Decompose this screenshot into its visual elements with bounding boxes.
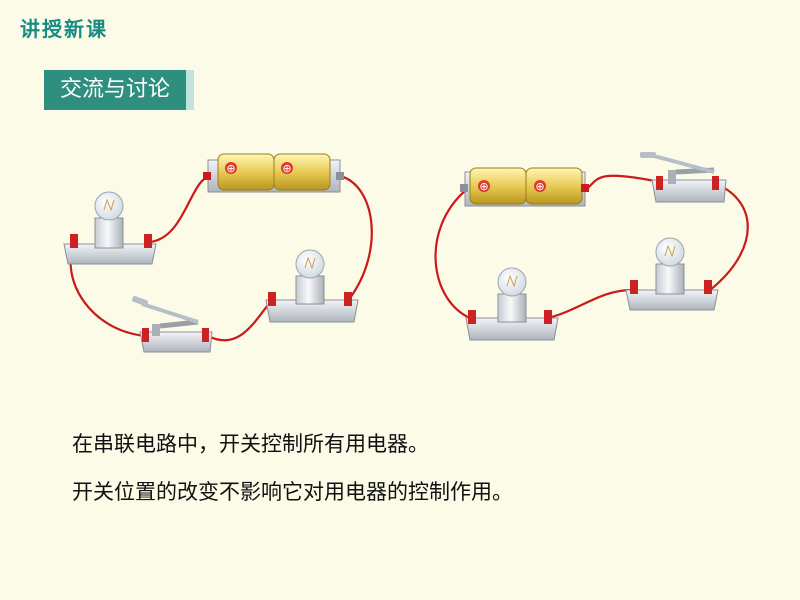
section-title: 讲授新课 <box>20 17 108 41</box>
bulb <box>465 267 559 341</box>
battery-terminal-icon <box>225 162 237 174</box>
plus-sign: ⊕ <box>282 162 291 175</box>
bulb <box>625 237 719 311</box>
battery-terminal-icon <box>478 180 490 192</box>
bulb <box>63 191 157 265</box>
switch <box>640 152 727 203</box>
battery-terminal-icon <box>534 180 546 192</box>
series-circuit-1: ⊕ ⊕ <box>63 153 373 353</box>
plus-sign: ⊕ <box>226 162 235 175</box>
series-circuit-2: ⊕ ⊕ <box>434 152 749 341</box>
battery-holder: ⊕ ⊕ <box>460 167 589 207</box>
topic-label: 交流与讨论 <box>59 77 170 102</box>
battery-terminal-icon <box>281 162 293 174</box>
topic-badge: 交流与讨论 <box>44 70 194 110</box>
conclusion-text-1: 在串联电路中，开关控制所有用电器。 <box>72 432 429 456</box>
battery-holder: ⊕ ⊕ <box>203 153 344 193</box>
conclusion-text-2: 开关位置的改变不影响它对用电器的控制作用。 <box>72 480 513 504</box>
switch <box>132 296 213 353</box>
bulb <box>265 249 359 323</box>
wires <box>434 174 749 320</box>
plus-sign: ⊕ <box>535 180 544 193</box>
plus-sign: ⊕ <box>479 180 488 193</box>
